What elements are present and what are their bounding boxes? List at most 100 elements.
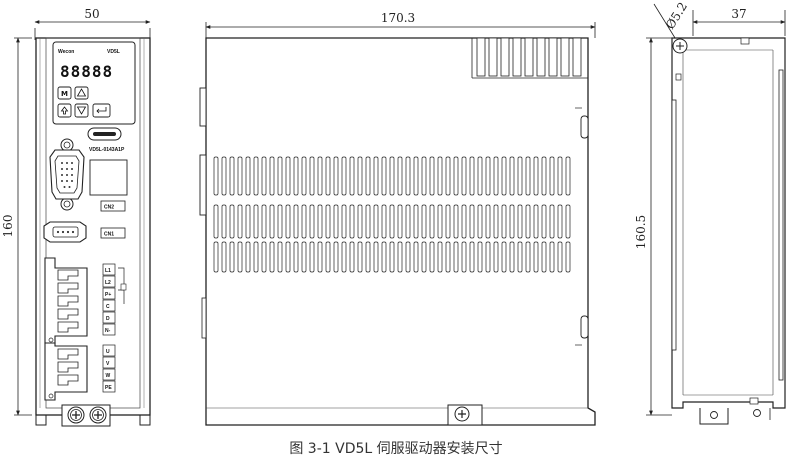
vent-slot — [429, 241, 435, 273]
terminal-w: W — [106, 373, 111, 379]
hole-diameter-dim: Ø5.2 — [663, 0, 690, 32]
vent-slot — [229, 204, 235, 239]
vent-slot — [381, 241, 387, 273]
vent-slot — [301, 241, 307, 273]
vent-slot — [317, 156, 323, 196]
vent-slot — [301, 156, 307, 196]
heatsink-fins — [476, 37, 582, 77]
vent-slot — [453, 204, 459, 239]
vent-slot — [349, 241, 355, 273]
display-panel — [52, 41, 136, 125]
vent-slot — [557, 204, 563, 239]
vent-slot — [373, 204, 379, 239]
mounting-hole — [672, 38, 688, 54]
vent-slot — [533, 156, 539, 196]
vent-slot — [397, 156, 403, 196]
vent-slot — [469, 204, 475, 239]
vent-slot — [501, 241, 507, 273]
vent-slot — [525, 204, 531, 239]
vent-slot — [509, 241, 515, 273]
vent-slot — [477, 204, 483, 239]
vent-slot — [357, 156, 363, 196]
brand-logo: Wecon — [58, 49, 74, 55]
vent-slot — [493, 156, 499, 196]
vent-slot — [269, 241, 275, 273]
vent-slot — [493, 241, 499, 273]
vent-slot — [501, 156, 507, 196]
svg-text:M: M — [61, 90, 68, 98]
vent-slot — [365, 156, 371, 196]
terminal-u: U — [106, 349, 110, 355]
terminal-labels-top: L1 L2 P+ C D N- — [102, 263, 127, 336]
vent-slot — [221, 204, 227, 239]
vent-slot — [565, 204, 571, 239]
side-ground-screw — [447, 404, 483, 426]
terminal-l1: L1 — [105, 268, 111, 274]
shift-key — [57, 103, 72, 118]
vent-slot — [277, 204, 283, 239]
vent-slot — [437, 156, 443, 196]
vent-slot — [261, 156, 267, 196]
vent-slot — [261, 204, 267, 239]
vent-slot — [253, 204, 259, 239]
vent-slot — [429, 156, 435, 196]
vent-slot — [549, 204, 555, 239]
vent-slot — [309, 204, 315, 239]
front-width-dim: 50 — [84, 7, 99, 21]
vent-slot — [277, 156, 283, 196]
vent-slot — [317, 204, 323, 239]
vent-slot — [469, 241, 475, 273]
vent-slot — [445, 156, 451, 196]
vent-slot — [285, 204, 291, 239]
vent-slot — [413, 241, 419, 273]
vent-slot — [237, 204, 243, 239]
vent-slot — [437, 241, 443, 273]
vent-slot — [477, 241, 483, 273]
terminal-labels-bottom: U V W PE — [102, 344, 116, 393]
vent-slot — [445, 241, 451, 273]
vent-slot — [245, 204, 251, 239]
vent-slot — [453, 241, 459, 273]
side-view: 170.3 — [199, 11, 596, 426]
vent-slot — [357, 204, 363, 239]
vent-slot — [325, 156, 331, 196]
ground-screw-2 — [89, 406, 107, 424]
vent-slot — [277, 241, 283, 273]
vent-slot — [293, 156, 299, 196]
side-length-dim: 170.3 — [381, 11, 415, 25]
vent-slot — [381, 204, 387, 239]
terminal-d: D — [106, 316, 110, 322]
vent-grid — [213, 156, 571, 273]
vent-slot — [421, 156, 427, 196]
enter-key — [92, 103, 111, 118]
vent-slot — [517, 241, 523, 273]
vent-slot — [253, 156, 259, 196]
cn2-label: CN2 — [104, 205, 114, 211]
vent-slot — [517, 204, 523, 239]
terminal-v: V — [106, 361, 110, 367]
vent-slot — [349, 156, 355, 196]
label-window — [89, 159, 128, 196]
cn2-connector — [49, 138, 85, 211]
vent-slot — [365, 241, 371, 273]
vent-slot — [541, 241, 547, 273]
ground-screw-1 — [67, 406, 85, 424]
vent-slot — [341, 241, 347, 273]
vent-slot — [461, 241, 467, 273]
vent-slot — [269, 204, 275, 239]
model-badge: VD5L — [107, 49, 120, 55]
vent-slot — [213, 156, 219, 196]
vent-slot — [229, 241, 235, 273]
mode-key — [57, 86, 72, 100]
vent-slot — [221, 241, 227, 273]
vent-slot — [493, 204, 499, 239]
terminal-n-minus: N- — [105, 328, 111, 334]
vent-slot — [477, 156, 483, 196]
vent-slot — [237, 156, 243, 196]
vent-slot — [413, 156, 419, 196]
vent-slot — [549, 241, 555, 273]
vent-slot — [485, 241, 491, 273]
vent-slot — [549, 156, 555, 196]
rear-view: 37 Ø5.2 160.5 — [634, 0, 786, 425]
